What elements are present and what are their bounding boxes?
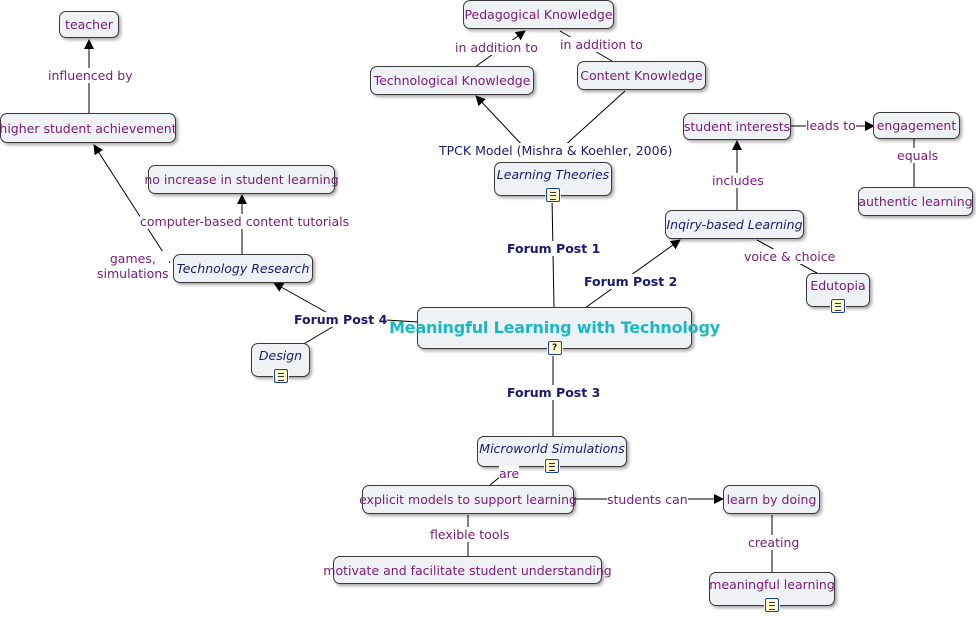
- node-edutopia[interactable]: Edutopia: [806, 273, 870, 313]
- edge-forum4-b: [385, 319, 419, 323]
- document-icon[interactable]: [273, 369, 288, 383]
- link-label-students-can: students can: [607, 492, 688, 507]
- node-authentic-learning[interactable]: authentic learning: [858, 187, 973, 216]
- node-label: no increase in student learning: [144, 172, 339, 187]
- edge-tpck-tech: [475, 95, 526, 149]
- edge-tpck-content: [561, 90, 626, 149]
- node-learning-theories[interactable]: Learning Theories: [494, 162, 612, 202]
- link-label-leads-to: leads to: [806, 118, 856, 133]
- node-technology-research[interactable]: Technology Research: [173, 254, 313, 283]
- link-label-includes: includes: [712, 173, 764, 188]
- node-label: authentic learning: [858, 194, 973, 209]
- node-microworld-simulations[interactable]: Microworld Simulations: [477, 436, 627, 473]
- link-label-games-simulations: games, simulations: [97, 251, 169, 281]
- document-icon[interactable]: [546, 188, 560, 202]
- node-engagement[interactable]: engagement: [873, 112, 960, 139]
- link-label-in-addition-left: in addition to: [455, 40, 538, 55]
- link-label-forum-post-4: Forum Post 4: [294, 312, 388, 327]
- node-label: Meaningful Learning with Technology: [389, 318, 720, 337]
- node-label: Edutopia: [810, 278, 866, 293]
- node-teacher[interactable]: teacher: [59, 11, 119, 38]
- link-label-in-addition-right: in addition to: [560, 37, 643, 52]
- document-icon[interactable]: [545, 459, 559, 473]
- document-icon[interactable]: [765, 598, 779, 612]
- link-label-line: games,: [109, 251, 156, 266]
- link-label-forum-post-1: Forum Post 1: [507, 241, 601, 256]
- node-label: Technology Research: [176, 261, 310, 276]
- node-label: student interests: [683, 119, 791, 134]
- node-meaningful-learning[interactable]: meaningful learning: [709, 572, 835, 612]
- node-content-knowledge[interactable]: Content Knowledge: [577, 61, 706, 90]
- node-learn-by-doing[interactable]: learn by doing: [723, 485, 820, 514]
- link-label-forum-post-3: Forum Post 3: [507, 385, 601, 400]
- node-inquiry-learning[interactable]: Inqiry-based Learning: [665, 210, 804, 239]
- link-label-equals: equals: [897, 148, 939, 163]
- node-motivate[interactable]: motivate and facilitate student understa…: [323, 556, 612, 584]
- link-label-are: are: [499, 466, 520, 481]
- node-label: meaningful learning: [709, 577, 835, 592]
- node-main-topic[interactable]: Meaningful Learning with Technology ?: [389, 307, 720, 355]
- link-label-tpck-model: TPCK Model (Mishra & Koehler, 2006): [439, 143, 673, 158]
- node-label: engagement: [876, 118, 957, 133]
- node-explicit-models[interactable]: explicit models to support learning: [359, 485, 577, 514]
- node-label: explicit models to support learning: [359, 492, 577, 507]
- question-document-icon[interactable]: ?: [547, 341, 562, 355]
- node-higher-achievement[interactable]: higher student achievement: [0, 113, 177, 143]
- edge-games: [93, 144, 171, 264]
- link-label-creating: creating: [748, 535, 800, 550]
- node-label: teacher: [65, 17, 113, 32]
- node-label: Microworld Simulations: [479, 441, 625, 456]
- node-label: learn by doing: [726, 492, 817, 507]
- node-label: Inqiry-based Learning: [666, 217, 803, 232]
- node-student-interests[interactable]: student interests: [683, 113, 791, 140]
- document-icon[interactable]: [831, 299, 845, 313]
- link-label-line: simulations: [97, 266, 169, 281]
- link-label-computer-based: computer-based content tutorials: [140, 214, 350, 229]
- node-label: motivate and facilitate student understa…: [323, 562, 612, 578]
- node-label: Learning Theories: [496, 167, 610, 182]
- node-label: Content Knowledge: [580, 68, 703, 83]
- link-label-flexible-tools: flexible tools: [430, 527, 510, 542]
- node-pedagogical-knowledge[interactable]: Pedagogical Knowledge: [463, 0, 614, 29]
- node-design[interactable]: Design: [251, 343, 310, 383]
- node-label: Design: [258, 348, 303, 363]
- node-label: Pedagogical Knowledge: [464, 7, 613, 22]
- node-technological-knowledge[interactable]: Technological Knowledge: [370, 66, 534, 95]
- link-label-forum-post-2: Forum Post 2: [584, 274, 678, 289]
- node-label: higher student achievement: [0, 120, 177, 136]
- link-label-influenced-by: influenced by: [48, 68, 133, 83]
- node-no-increase[interactable]: no increase in student learning: [144, 165, 339, 194]
- edge-design: [301, 325, 335, 346]
- node-label: Technological Knowledge: [373, 73, 531, 88]
- link-label-voice-choice: voice & choice: [744, 249, 836, 264]
